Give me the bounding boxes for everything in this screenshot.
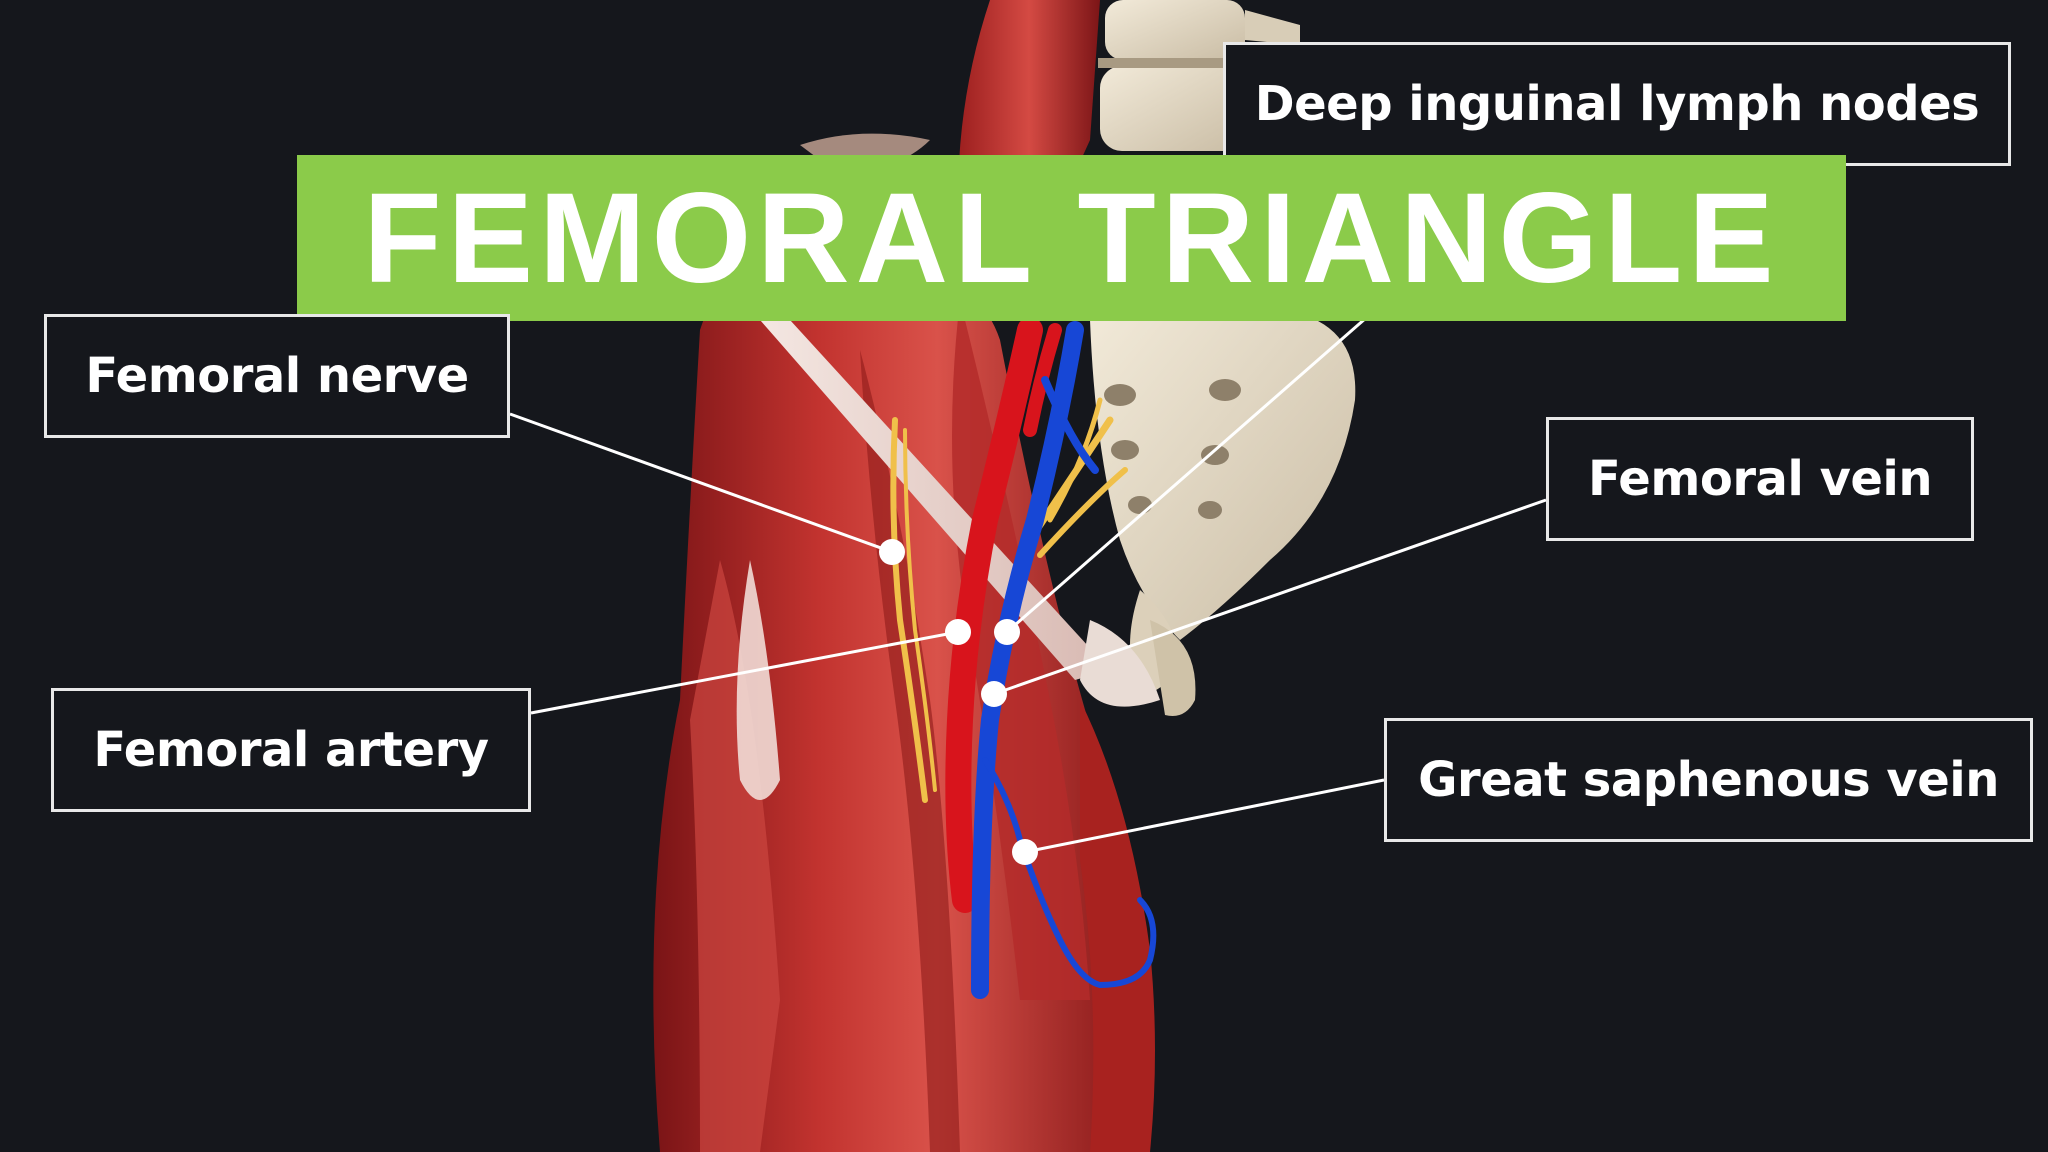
leader-femoral-nerve bbox=[509, 412, 893, 554]
sacrum bbox=[1090, 306, 1356, 716]
label-text: Femoral artery bbox=[93, 722, 489, 778]
label-femoral-vein: Femoral vein bbox=[1546, 417, 1974, 541]
vertebral-column bbox=[1098, 0, 1300, 151]
leader-femoral-vein bbox=[993, 498, 1547, 696]
label-text: Deep inguinal lymph nodes bbox=[1254, 76, 1980, 132]
page-title: FEMORAL TRIANGLE bbox=[363, 166, 1780, 310]
leader-lines bbox=[509, 316, 1547, 854]
marker-femoral-vein bbox=[981, 681, 1007, 707]
marker-femoral-nerve bbox=[879, 539, 905, 565]
marker-deep-inguinal-lymph-nodes bbox=[994, 619, 1020, 645]
label-great-saphenous-vein: Great saphenous vein bbox=[1384, 718, 2033, 842]
label-text: Great saphenous vein bbox=[1418, 752, 1999, 808]
leader-deep-inguinal-lymph-nodes bbox=[1006, 316, 1367, 634]
title-banner: FEMORAL TRIANGLE bbox=[297, 155, 1846, 321]
marker-femoral-artery bbox=[945, 619, 971, 645]
marker-dots bbox=[879, 539, 1038, 865]
leader-great-saphenous-vein bbox=[1024, 778, 1385, 854]
marker-great-saphenous-vein bbox=[1012, 839, 1038, 865]
label-femoral-nerve: Femoral nerve bbox=[44, 314, 510, 438]
label-deep-inguinal-lymph-nodes: Deep inguinal lymph nodes bbox=[1223, 42, 2011, 166]
leader-femoral-artery bbox=[530, 630, 959, 715]
label-text: Femoral nerve bbox=[85, 348, 469, 404]
label-text: Femoral vein bbox=[1587, 451, 1933, 507]
label-femoral-artery: Femoral artery bbox=[51, 688, 531, 812]
